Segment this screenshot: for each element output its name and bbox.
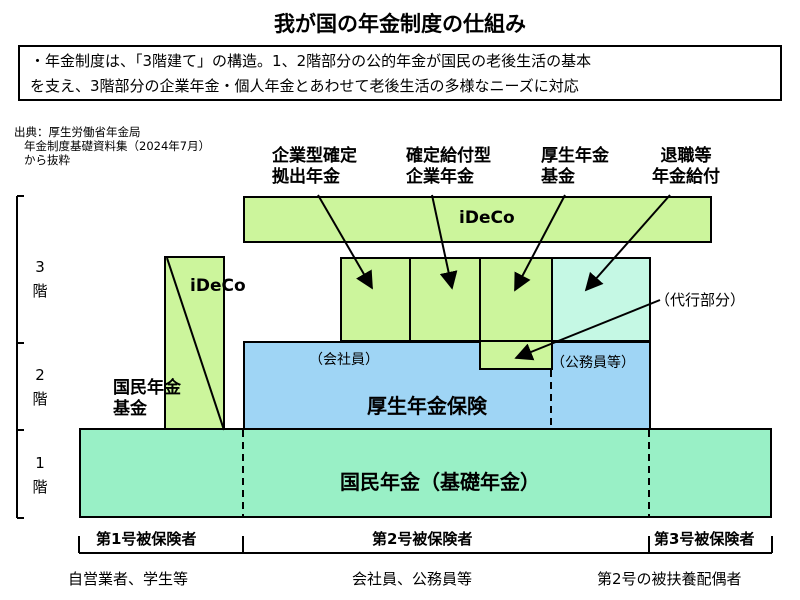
arrow-dc <box>317 194 373 290</box>
description-line-2: を支え、3階部分の企業年金・個人年金とあわせて老後生活の多様なニーズに対応 <box>30 77 579 95</box>
floor-1-label: 1 階 <box>32 454 48 496</box>
description-line-1: ・年金制度は、「3階建て」の構造。1、2階部分の公的年金が国民の老後生活の基本 <box>30 52 592 70</box>
kaishain-label: （会社員） <box>309 352 379 368</box>
floor-bracket <box>16 195 24 519</box>
koumuin-label: （公務員等） <box>551 355 635 371</box>
source-note: 出典：厚生労働省年金局 年金制度基礎資料集（2024年7月） から抜粋 <box>14 125 210 167</box>
ideco-left-label: iDeCo <box>190 276 246 296</box>
description-box: ・年金制度は、「3階建て」の構造。1、2階部分の公的年金が国民の老後生活の基本 … <box>18 45 782 101</box>
arrow-taishoku <box>584 194 671 292</box>
ideco-diagonal <box>166 257 225 431</box>
kokumin-label: 国民年金（基礎年金） <box>340 470 540 494</box>
bottom-second: 会社員、公務員等 <box>352 570 473 588</box>
kosei-label: 厚生年金保険 <box>367 394 487 418</box>
source-line-1: 出典：厚生労働省年金局 <box>14 125 141 139</box>
category-first: 第1号被保険者 <box>94 528 199 549</box>
arrow-db <box>431 194 458 290</box>
taishoku-box <box>551 257 651 342</box>
kosei-nenkin-box <box>243 341 651 430</box>
bottom-third: 第2号の被扶養配偶者 <box>597 570 742 588</box>
kokumin-nenkin-box <box>79 428 772 518</box>
daiko-label: （代行部分） <box>655 291 746 309</box>
arrow-kikin <box>514 194 566 292</box>
category-brackets <box>78 536 773 554</box>
kokumin-kikin-label: 国民年金 基金 <box>113 378 181 419</box>
label-taishoku: 退職等 年金給付 <box>652 146 720 187</box>
category-third: 第3号被保険者 <box>652 528 757 549</box>
category-second: 第2号被保険者 <box>370 528 475 549</box>
dc-box <box>340 257 411 342</box>
page-title: 我が国の年金制度の仕組み <box>274 12 526 36</box>
arrow-daiko <box>514 299 661 361</box>
source-line-3: から抜粋 <box>24 153 70 167</box>
floor-2-label: 2 階 <box>32 366 48 408</box>
label-dc: 企業型確定 拠出年金 <box>272 146 357 187</box>
source-line-2: 年金制度基礎資料集（2024年7月） <box>24 139 211 153</box>
label-kikin: 厚生年金 基金 <box>541 146 609 187</box>
floor-3-label: 3 階 <box>32 258 48 300</box>
bottom-first: 自営業者、学生等 <box>68 570 189 588</box>
dashed-dividers <box>242 370 650 518</box>
ideco-top-label: iDeCo <box>459 208 515 228</box>
label-db: 確定給付型 企業年金 <box>406 146 491 187</box>
